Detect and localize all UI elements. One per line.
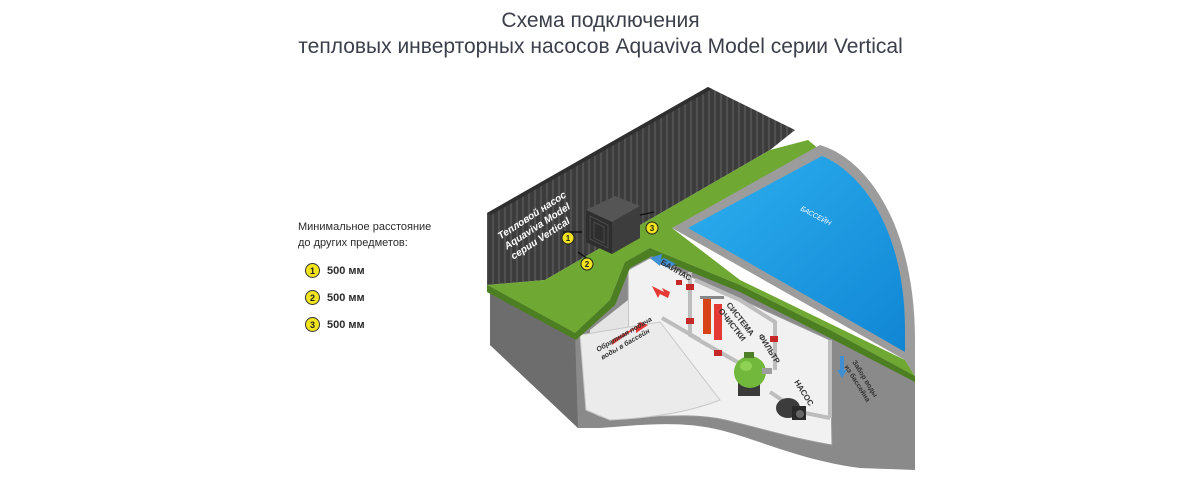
piping	[660, 272, 832, 420]
distance-marker-1-label: 1	[566, 234, 571, 243]
legend-value-3: 500 мм	[327, 318, 365, 331]
title-line-2: тепловых инверторных насосов Aquaviva Mo…	[298, 35, 903, 58]
title-line-1: Схема подключения	[501, 9, 700, 32]
legend-value-1: 500 мм	[327, 264, 365, 277]
marker-badge-2: 2	[305, 290, 320, 305]
marker-badge-1: 1	[305, 263, 320, 278]
diagram-title: Схема подключения тепловых инверторных н…	[0, 8, 1201, 60]
distance-legend: Минимальное расстояние до других предмет…	[298, 219, 431, 332]
legend-caption-line-2: до других предметов:	[298, 237, 408, 249]
distance-marker-3: 3	[645, 221, 659, 235]
distance-marker-1: 1	[561, 231, 575, 245]
grass-surface	[487, 140, 915, 376]
legend-item-3: 3 500 мм	[298, 317, 431, 332]
circulation-pump	[776, 398, 806, 420]
distance-marker-2: 2	[580, 257, 594, 271]
bypass-arrow-blue	[650, 254, 676, 268]
distance-marker-2-label: 2	[585, 260, 590, 269]
marker-badge-3: 3	[305, 317, 320, 332]
distance-marker-3-label: 3	[650, 224, 655, 233]
bypass-arrow-red	[652, 286, 670, 298]
pipe-valves	[676, 280, 778, 356]
cleaning-system	[700, 296, 724, 340]
return-channel	[579, 321, 721, 421]
grass-edge	[487, 248, 915, 382]
legend-item-2: 2 500 мм	[298, 290, 431, 305]
intake-arrow-blue	[837, 356, 847, 378]
heat-pump-unit	[586, 196, 640, 254]
return-arrow-red	[612, 322, 648, 345]
legend-item-1: 1 500 мм	[298, 263, 431, 278]
back-wall-top	[487, 87, 712, 215]
legend-caption-line-1: Минимальное расстояние	[298, 221, 432, 233]
ground-front-face	[490, 285, 578, 428]
pool-water	[688, 156, 905, 352]
filter-tank	[734, 352, 772, 396]
legend-value-2: 500 мм	[327, 291, 365, 304]
